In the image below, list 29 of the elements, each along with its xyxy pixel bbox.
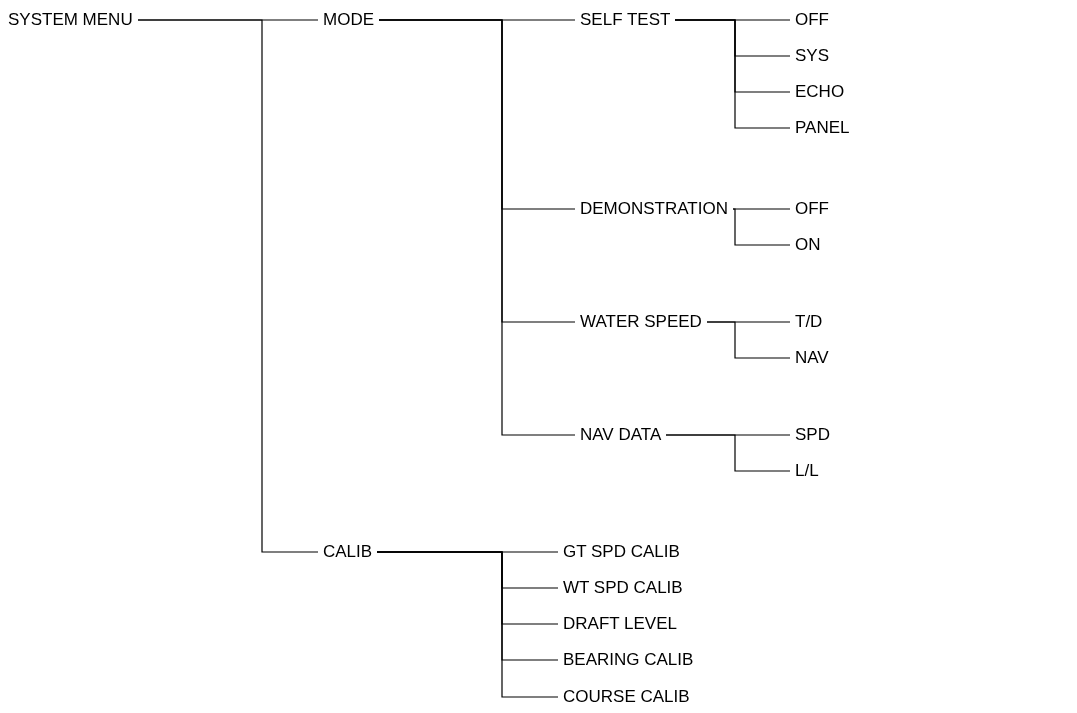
tree-connector — [674, 19, 791, 129]
menu-item-label: ECHO — [790, 81, 850, 103]
menu-item-label: ON — [790, 234, 826, 256]
menu-item-label: SPD — [790, 424, 835, 446]
menu-item-label: SYSTEM MENU — [3, 9, 138, 31]
menu-item-label: NAV — [790, 347, 834, 369]
tree-connector — [137, 19, 319, 553]
menu-item-label: WT SPD CALIB — [558, 577, 688, 599]
menu-item-label: OFF — [790, 9, 834, 31]
menu-item-label: MODE — [318, 9, 379, 31]
menu-item-label: PANEL — [790, 117, 855, 139]
menu-item-label: DEMONSTRATION — [575, 198, 733, 220]
menu-item-label: T/D — [790, 311, 828, 333]
menu-item-label: WATER SPEED — [575, 311, 707, 333]
tree-connector — [706, 321, 791, 359]
menu-item-label: COURSE CALIB — [558, 686, 695, 708]
menu-item-label: OFF — [790, 198, 834, 220]
menu-item-label: L/L — [790, 460, 824, 482]
menu-item-label: BEARING CALIB — [558, 649, 699, 671]
menu-item-label: SELF TEST — [575, 9, 676, 31]
menu-item-label: SYS — [790, 45, 835, 67]
menu-item-label: DRAFT LEVEL — [558, 613, 682, 635]
menu-item-label: NAV DATA — [575, 424, 667, 446]
menu-item-label: CALIB — [318, 541, 378, 563]
tree-connector — [665, 434, 791, 472]
tree-connector — [378, 19, 576, 436]
menu-item-label: GT SPD CALIB — [558, 541, 685, 563]
tree-connector — [732, 208, 791, 246]
tree-connector — [376, 551, 559, 698]
